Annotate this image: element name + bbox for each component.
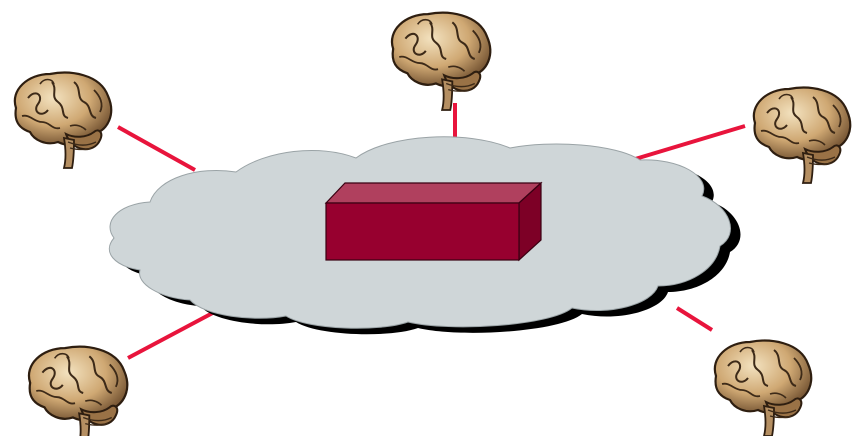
connector-bottom-left [128,308,222,358]
box-front-face [326,203,519,260]
box-icon [326,183,541,260]
brain-icon [715,341,811,436]
box-top-face [326,183,541,203]
connector-top-left [118,127,195,170]
brain-icon [754,88,850,183]
brain-icon [392,13,490,110]
brain-icon [29,347,127,436]
brain-icon [15,73,111,168]
connector-top-right [632,126,745,160]
connector-bottom-right [677,308,712,330]
